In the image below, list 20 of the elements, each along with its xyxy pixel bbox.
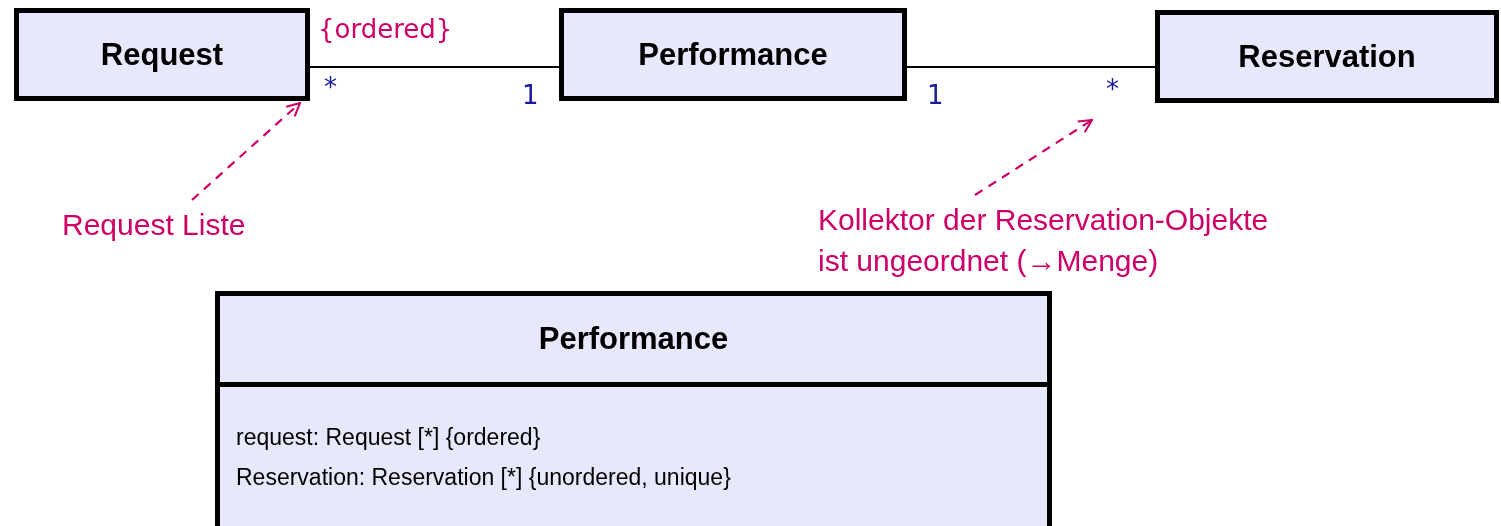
class-box bbox=[1155, 10, 1499, 103]
note-text: Request Liste bbox=[62, 204, 282, 246]
note-text: Kollektor der Reservation-Objekte ist ungeordnet (→Menge) bbox=[818, 199, 1298, 283]
multiplicity-label: 1 bbox=[927, 80, 944, 110]
class-name: Performance bbox=[638, 36, 828, 73]
multiplicity-label: 1 bbox=[522, 80, 539, 110]
class-name: Reservation bbox=[1238, 38, 1416, 75]
class-box bbox=[14, 8, 310, 101]
leader-arrow bbox=[974, 118, 1094, 196]
attribute-text: request: Request [*] {ordered} bbox=[236, 423, 542, 452]
association-line bbox=[191, 101, 302, 201]
class-name: Request bbox=[100, 36, 224, 73]
class-box bbox=[215, 291, 1052, 526]
attribute-text: Reservation: Reservation [*] {unordered, unique} bbox=[236, 463, 732, 492]
association-line bbox=[310, 65, 559, 69]
class-box bbox=[559, 8, 907, 101]
multiplicity-label: * bbox=[324, 72, 337, 102]
association-line bbox=[907, 65, 1155, 69]
multiplicity-label: * bbox=[1106, 74, 1119, 104]
class-name: Performance bbox=[538, 321, 729, 357]
